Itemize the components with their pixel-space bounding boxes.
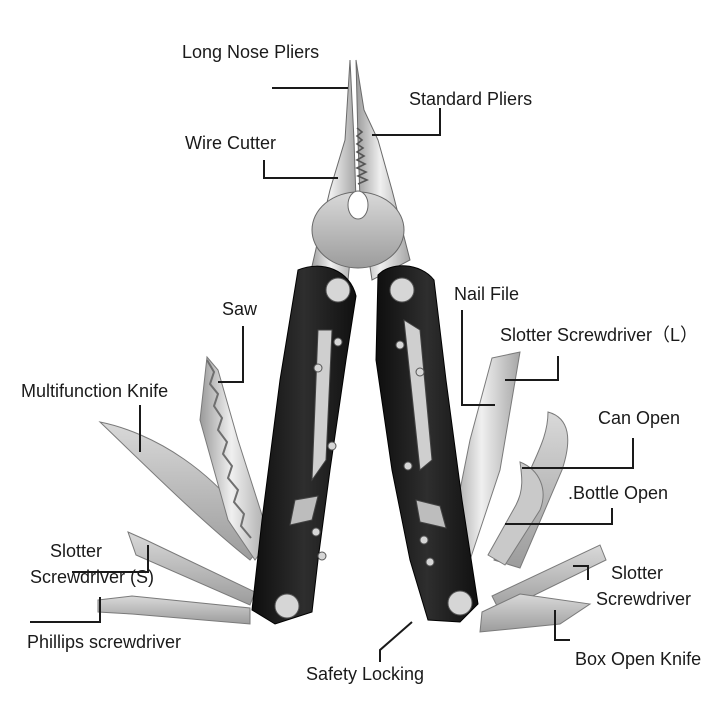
handle-rivets	[274, 277, 473, 619]
left-handle-slot	[289, 495, 319, 526]
label-slotter-screwdriver-s-line1: Slotter	[50, 541, 103, 561]
plier-serrations	[355, 127, 369, 185]
slotter-screwdriver-s-tool	[127, 531, 256, 606]
label-slotter-screwdriver-s-line2: Screwdriver (S)	[30, 567, 155, 587]
wire-cutter-notch	[347, 190, 369, 220]
leader-lines	[30, 87, 634, 662]
label-safety-locking: Safety Locking	[306, 664, 425, 684]
label-slotter-screwdriver-r-line2: Screwdriver	[596, 589, 692, 609]
right-handle-slot	[415, 499, 447, 529]
label-box-open-knife: Box Open Knife	[575, 649, 702, 669]
label-slotter-screwdriver-l: Slotter Screwdriver（L）	[500, 325, 699, 345]
label-slotter-screwdriver-r-line1: Slotter	[611, 563, 664, 583]
label-nail-file: Nail File	[454, 284, 520, 304]
phillips-screwdriver-tool	[97, 595, 251, 625]
saw-blade	[199, 355, 271, 561]
label-long-nose-pliers: Long Nose Pliers	[182, 42, 320, 62]
label-wire-cutter: Wire Cutter	[185, 133, 277, 153]
label-can-open: Can Open	[598, 408, 681, 428]
bottle-opener-tool	[487, 461, 544, 566]
box-open-knife-blade	[479, 593, 592, 633]
right-handle-cutout	[403, 319, 433, 471]
label-multifunction-knife: Multifunction Knife	[21, 381, 169, 401]
saw-teeth	[206, 359, 252, 539]
label-phillips-screwdriver: Phillips screwdriver	[27, 632, 182, 652]
label-saw: Saw	[222, 299, 258, 319]
left-handle	[251, 265, 357, 625]
label-bottle-open: .Bottle Open	[568, 483, 669, 503]
label-standard-pliers: Standard Pliers	[409, 89, 533, 109]
